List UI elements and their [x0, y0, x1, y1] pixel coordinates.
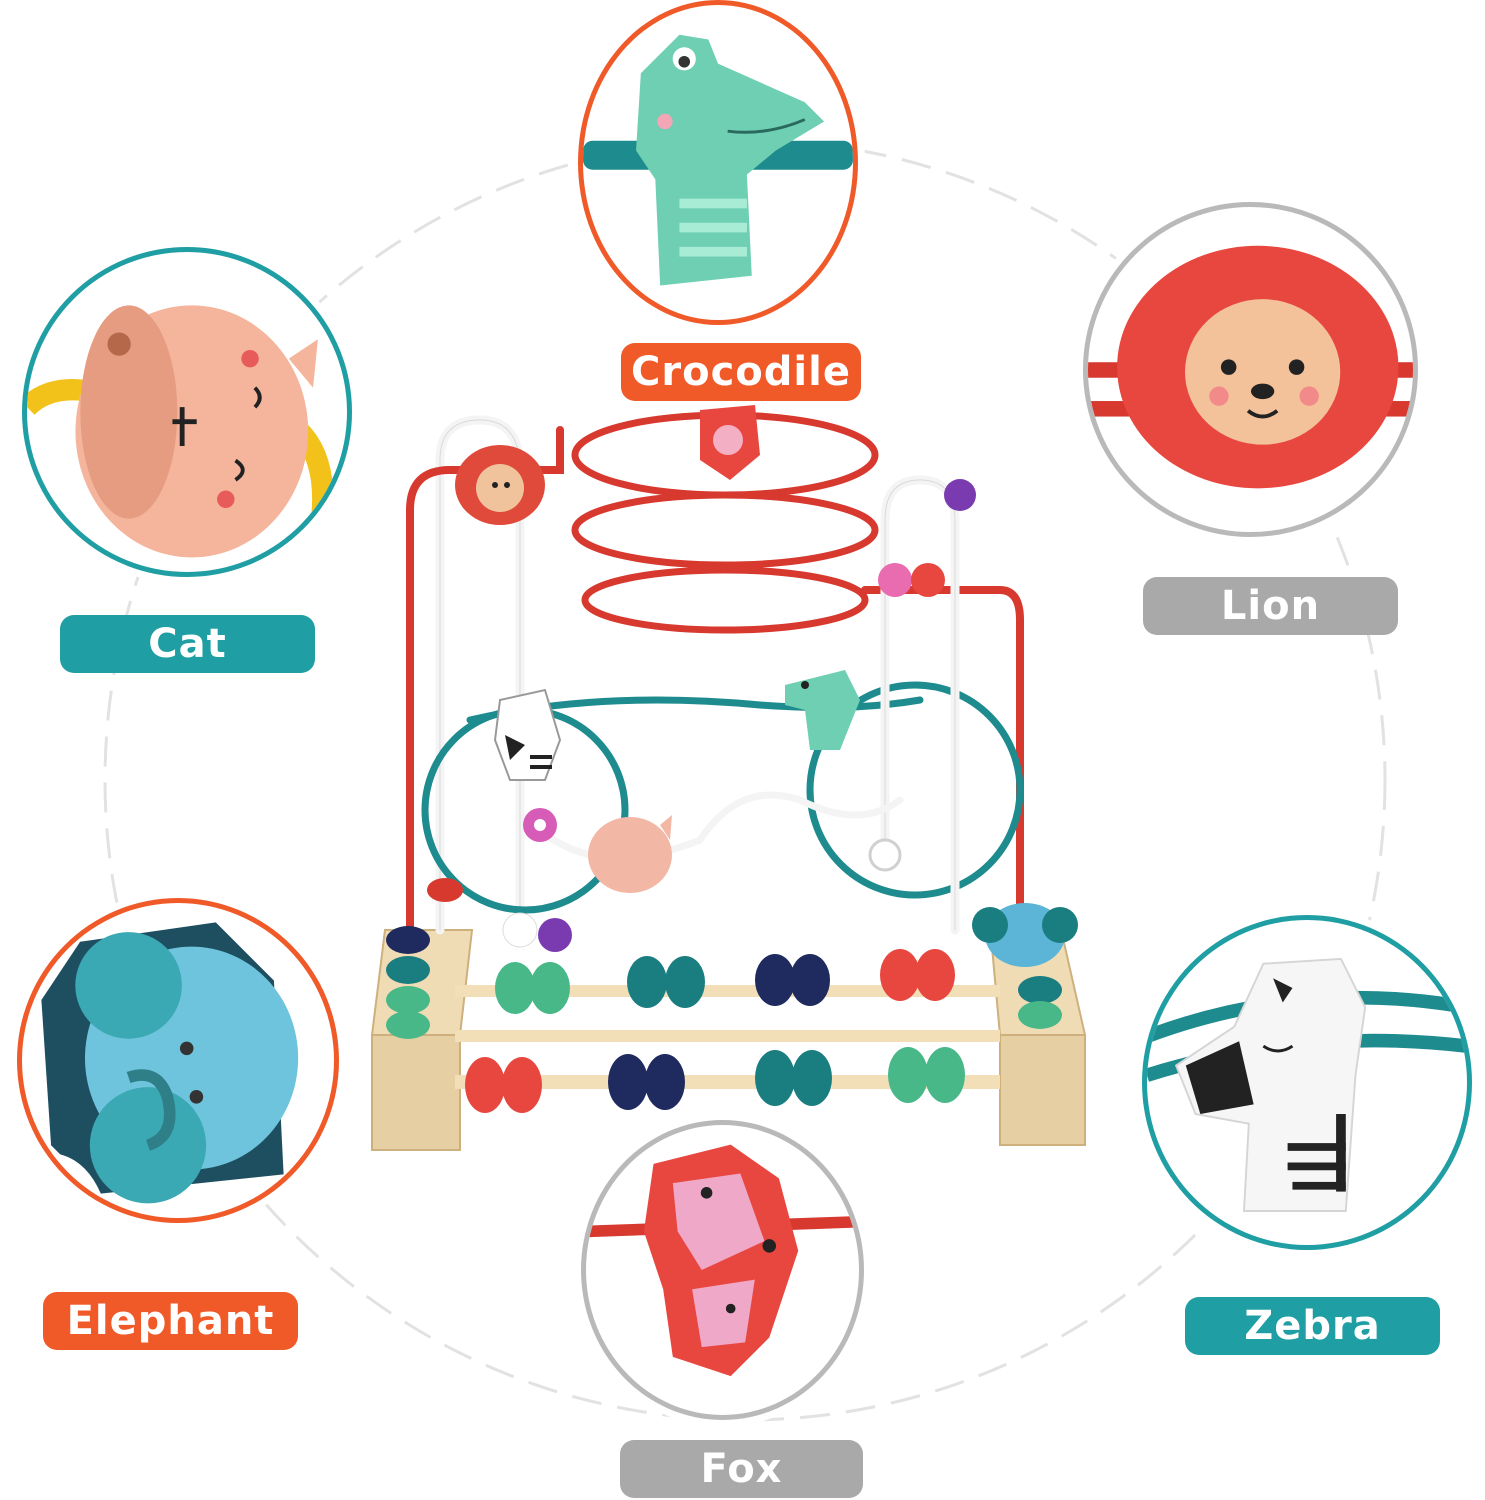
- right-stack-beads: [1018, 976, 1062, 1029]
- zebra-bubble: [1142, 915, 1472, 1250]
- wooden-base: [370, 924, 1087, 1151]
- label-elephant: Elephant: [43, 1292, 298, 1350]
- lion-bead-icon: [1088, 245, 1413, 489]
- cat-bubble: [22, 247, 352, 577]
- elephant-bubble: [17, 898, 339, 1223]
- label-cat: Cat: [60, 615, 315, 673]
- toy-lion-bead: [455, 445, 545, 525]
- toy-elephant-bead: [972, 903, 1078, 967]
- toy-crocodile-bead: [785, 670, 860, 750]
- elephant-bead-icon: [22, 922, 299, 1216]
- red-spiral-3: [581, 566, 869, 634]
- toy-fox-bead: [700, 405, 760, 480]
- abacus-lower-row: [465, 1047, 965, 1113]
- crocodile-bubble: [578, 0, 858, 325]
- label-crocodile: Crocodile: [621, 343, 861, 401]
- label-fox: Fox: [620, 1440, 863, 1498]
- fox-bubble: [581, 1120, 864, 1420]
- toy-zebra-bead: [493, 688, 562, 781]
- small-beads: [502, 479, 976, 952]
- teal-loop-right: [806, 681, 1024, 899]
- crocodile-bead-icon: [583, 34, 853, 286]
- zebra-bead-icon: [1147, 957, 1467, 1212]
- red-spiral-2: [571, 491, 879, 569]
- toy-cat-bead: [588, 815, 672, 893]
- left-stack-beads: [386, 878, 463, 1039]
- abacus-upper-row: [495, 949, 955, 1014]
- fox-bead-icon: [586, 1144, 859, 1377]
- red-wire-left: [406, 426, 564, 934]
- label-zebra: Zebra: [1185, 1297, 1440, 1355]
- cat-bead-icon: [27, 305, 334, 558]
- label-lion: Lion: [1143, 577, 1398, 635]
- lion-bubble: [1083, 202, 1418, 537]
- red-wire-right: [861, 586, 1024, 934]
